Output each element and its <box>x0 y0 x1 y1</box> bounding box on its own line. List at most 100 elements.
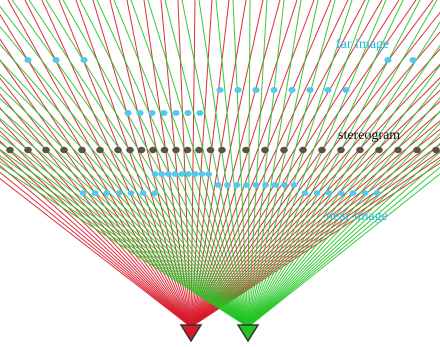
near-left-dot-5 <box>139 190 147 196</box>
near-upper-dot-2 <box>165 171 172 177</box>
near-right-dot-3 <box>337 190 345 196</box>
right-ray-33 <box>247 0 302 328</box>
far-row-dot-1 <box>234 86 242 94</box>
near-upper-dot-8 <box>205 171 213 177</box>
right-ray-35 <box>247 0 336 328</box>
right-ray-46 <box>247 97 440 328</box>
far-dot-left-2 <box>80 56 88 64</box>
right-ray-6 <box>0 126 249 328</box>
stereogram-dot-9 <box>149 146 157 154</box>
stereogram-dot-2 <box>42 146 50 154</box>
far-row-dot-0 <box>216 86 224 94</box>
mid-dot-6 <box>196 109 204 117</box>
right-ray-18 <box>45 0 249 328</box>
right-ray-28 <box>215 0 249 328</box>
right-ray-40 <box>247 0 421 328</box>
near-left-dot-0 <box>79 190 87 196</box>
left-eye-marker <box>179 324 203 343</box>
near-right-dot-1 <box>313 190 321 196</box>
right-ray-38 <box>247 0 387 328</box>
near-left-dot-6 <box>151 190 159 196</box>
right-ray-27 <box>198 0 249 328</box>
near-image-label: near image <box>326 209 388 224</box>
near-upper-dot-4 <box>178 171 186 177</box>
near-upper-dot-6 <box>191 171 199 177</box>
left-ray-9 <box>0 93 192 328</box>
right-ray-0 <box>0 166 249 328</box>
stereogram-dot-12 <box>183 146 192 154</box>
right-ray-7 <box>0 117 249 328</box>
left-ray-2 <box>0 164 192 328</box>
right-eye-rays <box>0 0 440 328</box>
left-ray-14 <box>7 0 192 328</box>
right-ray-12 <box>0 59 249 328</box>
far-row-dot-6 <box>324 86 332 94</box>
near-left-dot-3 <box>115 190 123 196</box>
right-ray-50 <box>247 142 440 328</box>
stereogram-dot-3 <box>60 146 68 154</box>
stereogram-dot-6 <box>114 146 122 154</box>
stereogram-dot-10 <box>160 146 169 154</box>
left-ray-13 <box>0 13 192 328</box>
right-ray-19 <box>62 0 249 328</box>
stereogram-dot-8 <box>137 146 146 154</box>
right-ray-48 <box>247 122 440 328</box>
near-right-dot-4 <box>349 190 357 196</box>
far-dot-right-1 <box>409 56 417 64</box>
near-upper-dot-5 <box>185 171 192 177</box>
right-ray-8 <box>0 108 249 328</box>
stereogram-label: stereogram <box>338 128 400 143</box>
stereogram-dot-5 <box>96 146 104 154</box>
right-ray-39 <box>247 0 404 328</box>
far-row-dot-5 <box>306 86 314 94</box>
right-ray-41 <box>247 0 438 328</box>
left-ray-11 <box>0 59 192 328</box>
left-ray-12 <box>0 38 192 328</box>
stereogram-dot-17 <box>261 146 269 154</box>
near-right-dot-0 <box>301 190 309 196</box>
near-mid-dot-8 <box>290 182 298 188</box>
near-mid-dot-5 <box>262 182 269 188</box>
stereogram-dot-23 <box>375 146 383 154</box>
stereogram-dot-26 <box>432 146 440 154</box>
near-upper-dot-3 <box>171 171 179 177</box>
right-ray-1 <box>0 161 249 328</box>
right-ray-32 <box>247 0 285 328</box>
right-ray-51 <box>247 151 440 328</box>
left-ray-7 <box>0 119 192 328</box>
right-ray-3 <box>0 148 249 328</box>
right-ray-22 <box>113 0 249 328</box>
near-mid-dot-3 <box>243 182 250 188</box>
stereogram-dot-16 <box>242 146 250 154</box>
near-left-dot-4 <box>127 190 135 196</box>
right-ray-25 <box>164 0 249 328</box>
point-rows <box>6 56 440 196</box>
stereogram-dot-4 <box>78 146 86 154</box>
stereogram-dot-22 <box>356 146 364 154</box>
stereogram-dot-21 <box>337 146 345 154</box>
right-ray-29 <box>232 0 249 328</box>
mid-dot-4 <box>172 109 180 117</box>
right-ray-44 <box>247 64 440 328</box>
far-row-dot-4 <box>288 86 296 94</box>
mid-dot-2 <box>148 109 156 117</box>
right-ray-13 <box>0 43 249 328</box>
near-mid-dot-7 <box>281 182 288 188</box>
left-ray-10 <box>0 77 192 328</box>
stereogram-dot-20 <box>318 146 326 154</box>
right-ray-10 <box>0 86 249 328</box>
right-ray-16 <box>11 0 249 328</box>
stereogram-dot-25 <box>413 146 421 154</box>
right-ray-20 <box>79 0 249 328</box>
near-upper-dot-0 <box>151 171 159 177</box>
left-ray-5 <box>0 140 192 328</box>
near-mid-dot-1 <box>224 182 231 188</box>
right-ray-43 <box>247 44 440 328</box>
near-upper-dot-1 <box>158 171 166 177</box>
right-ray-49 <box>247 133 440 328</box>
right-ray-30 <box>247 0 251 328</box>
stereogram-dot-15 <box>218 146 226 154</box>
right-ray-4 <box>0 142 249 328</box>
right-ray-5 <box>0 134 249 328</box>
